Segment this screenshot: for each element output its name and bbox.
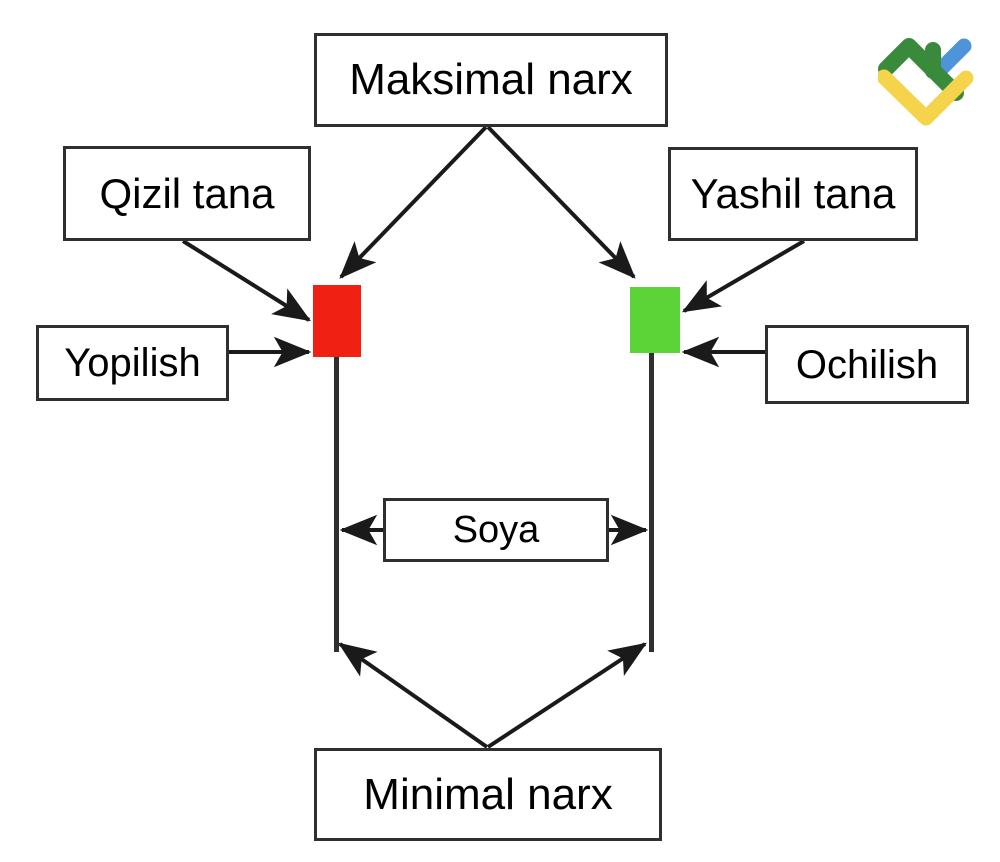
logo-green-stroke bbox=[878, 38, 964, 101]
label-box-maksimal-narx[interactable]: Maksimal narx bbox=[314, 33, 668, 127]
logo-blue-stroke bbox=[931, 38, 972, 79]
label-box-soya[interactable]: Soya bbox=[383, 498, 609, 562]
label-text-yashil-tana: Yashil tana bbox=[690, 170, 896, 217]
arrow-min-to-left-wick bbox=[338, 642, 489, 749]
arrow-redlabel-to-red bbox=[181, 239, 312, 322]
label-box-yopilish[interactable]: Yopilish bbox=[36, 325, 229, 401]
arrow-max-to-red bbox=[339, 125, 488, 279]
arrow-max-to-green bbox=[486, 125, 636, 279]
logo-mark-icon bbox=[876, 38, 974, 126]
arrow-min-to-right-wick bbox=[486, 642, 648, 749]
label-box-ochilish[interactable]: Ochilish bbox=[765, 325, 969, 404]
red-candle-body bbox=[313, 285, 361, 357]
label-text-ochilish: Ochilish bbox=[795, 342, 939, 387]
green-candle-body bbox=[630, 287, 680, 353]
logo-yellow-check bbox=[876, 69, 974, 126]
label-text-maksimal-narx: Maksimal narx bbox=[349, 55, 633, 104]
label-box-qizil-tana[interactable]: Qizil tana bbox=[63, 146, 311, 241]
label-box-yashil-tana[interactable]: Yashil tana bbox=[668, 147, 918, 241]
label-text-minimal-narx: Minimal narx bbox=[363, 769, 613, 819]
label-text-qizil-tana: Qizil tana bbox=[99, 169, 275, 217]
arrow-greenlabel-to-green bbox=[681, 239, 806, 313]
label-text-yopilish: Yopilish bbox=[64, 341, 201, 385]
litefinance-logo[interactable] bbox=[876, 30, 978, 126]
label-text-soya: Soya bbox=[452, 509, 540, 551]
label-box-minimal-narx[interactable]: Minimal narx bbox=[314, 748, 662, 841]
